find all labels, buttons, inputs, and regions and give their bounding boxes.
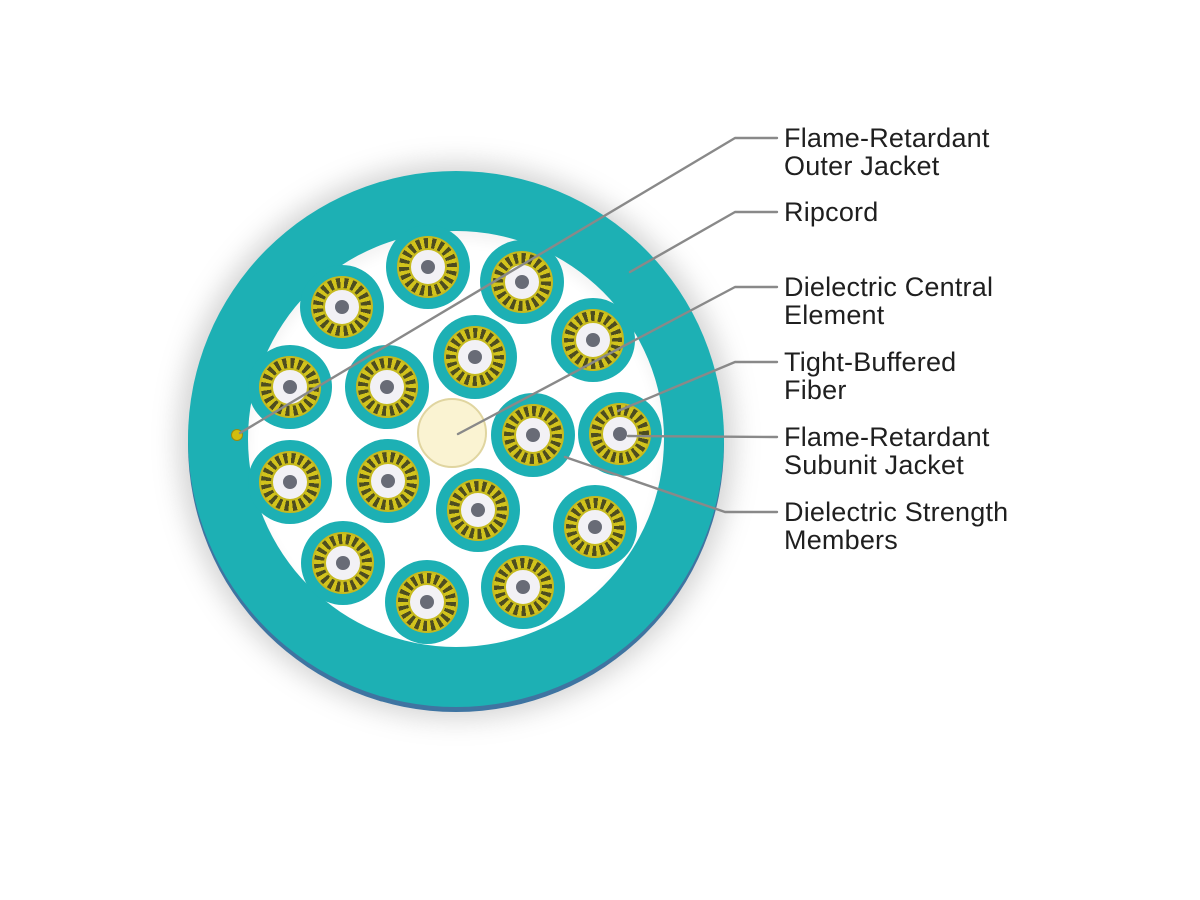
strength-member-ring (357, 450, 419, 512)
fiber (515, 275, 529, 289)
fiber (420, 595, 434, 609)
fiber (421, 260, 435, 274)
fiber (613, 427, 627, 441)
fiber-subunit (491, 393, 575, 477)
fiber-subunit (345, 345, 429, 429)
label-dielectric-strength-members: Dielectric Strength Members (784, 497, 1009, 555)
fiber (336, 556, 350, 570)
fiber-subunit (553, 485, 637, 569)
fiber-subunit (551, 298, 635, 382)
label-ripcord: Ripcord (784, 197, 879, 227)
fiber (380, 380, 394, 394)
dielectric-central-element (417, 398, 487, 468)
label-flame-retardant-outer-jacket: Flame-Retardant Outer Jacket (784, 123, 990, 181)
fiber-subunit (346, 439, 430, 523)
buffer (459, 491, 497, 529)
fiber-subunit (436, 468, 520, 552)
buffer (504, 568, 542, 606)
fiber (526, 428, 540, 442)
fiber-subunit (386, 225, 470, 309)
fiber-subunit (248, 440, 332, 524)
fiber (381, 474, 395, 488)
fiber (586, 333, 600, 347)
fiber (335, 300, 349, 314)
fiber-subunit (433, 315, 517, 399)
fiber-subunit (385, 560, 469, 644)
buffer (369, 462, 407, 500)
fiber (471, 503, 485, 517)
fiber-subunit (301, 521, 385, 605)
label-tight-buffered-fiber: Tight-Buffered Fiber (784, 347, 957, 405)
fiber-subunit (481, 545, 565, 629)
fiber (468, 350, 482, 364)
fiber-subunit (300, 265, 384, 349)
fiber-subunit (578, 392, 662, 476)
fiber (283, 380, 297, 394)
fiber (516, 580, 530, 594)
buffer (271, 463, 309, 501)
fiber (588, 520, 602, 534)
label-dielectric-central-element: Dielectric Central Element (784, 272, 994, 330)
fiber-subunit (248, 345, 332, 429)
ripcord-dot (231, 429, 243, 441)
label-flame-retardant-subunit-jacket: Flame-Retardant Subunit Jacket (784, 422, 990, 480)
fiber (283, 475, 297, 489)
